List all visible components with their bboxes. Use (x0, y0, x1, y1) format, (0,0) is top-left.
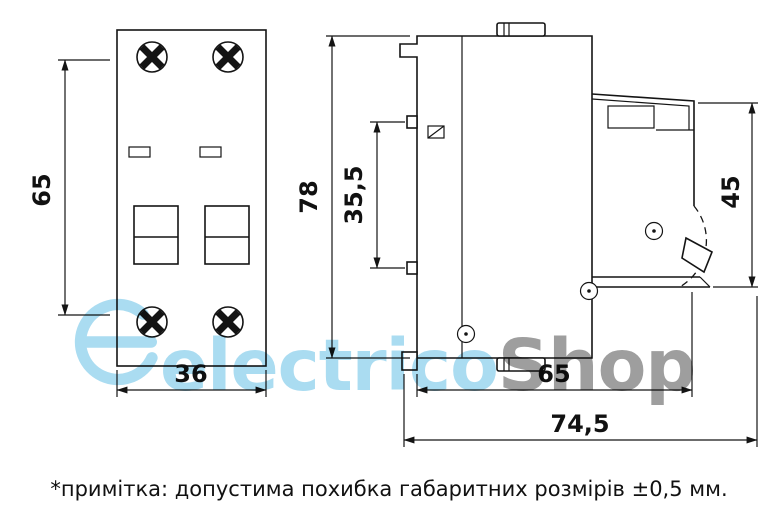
indicator-window (128, 146, 151, 158)
release-clip (681, 236, 714, 274)
tolerance-note: *примітка: допустима похибка габаритних … (50, 477, 728, 501)
terminal-opening (607, 105, 655, 129)
rail-latch-detail (427, 125, 445, 139)
side-body (399, 35, 593, 359)
dim-front-face-height: 45 (698, 102, 758, 288)
dim-rail-span: 35,5 (340, 121, 405, 269)
side-view (399, 22, 714, 372)
dim-label-rail-span: 35,5 (340, 165, 368, 224)
dim-front-height: 65 (28, 59, 110, 316)
dim-label-total-height: 78 (295, 180, 323, 213)
toggle-switch (133, 205, 179, 265)
dim-label-front-height: 65 (28, 173, 56, 206)
fixing-screw-icon (456, 324, 476, 344)
dim-label-total-depth: 74,5 (550, 410, 609, 438)
terminal-screw-icon (212, 306, 244, 338)
dim-total-height: 78 (295, 35, 410, 359)
terminal-screw-icon (136, 306, 168, 338)
terminal-screw-icon (136, 41, 168, 73)
dim-total-depth: 74,5 (403, 296, 758, 447)
dim-label-front-face-height: 45 (717, 175, 745, 208)
fixing-screw-icon (579, 281, 599, 301)
din-rail-hook (406, 261, 418, 275)
dim-body-depth: 65 (416, 292, 693, 397)
indicator-window (199, 146, 222, 158)
din-rail-hook (406, 115, 418, 129)
toggle-switch (204, 205, 250, 265)
front-view (116, 29, 267, 367)
mounting-foot (401, 351, 418, 371)
fixing-screw-icon (644, 221, 664, 241)
terminal-screw-icon (212, 41, 244, 73)
dim-label-front-width: 36 (174, 360, 207, 388)
dim-label-body-depth: 65 (537, 360, 570, 388)
front-face-edge (591, 93, 695, 206)
